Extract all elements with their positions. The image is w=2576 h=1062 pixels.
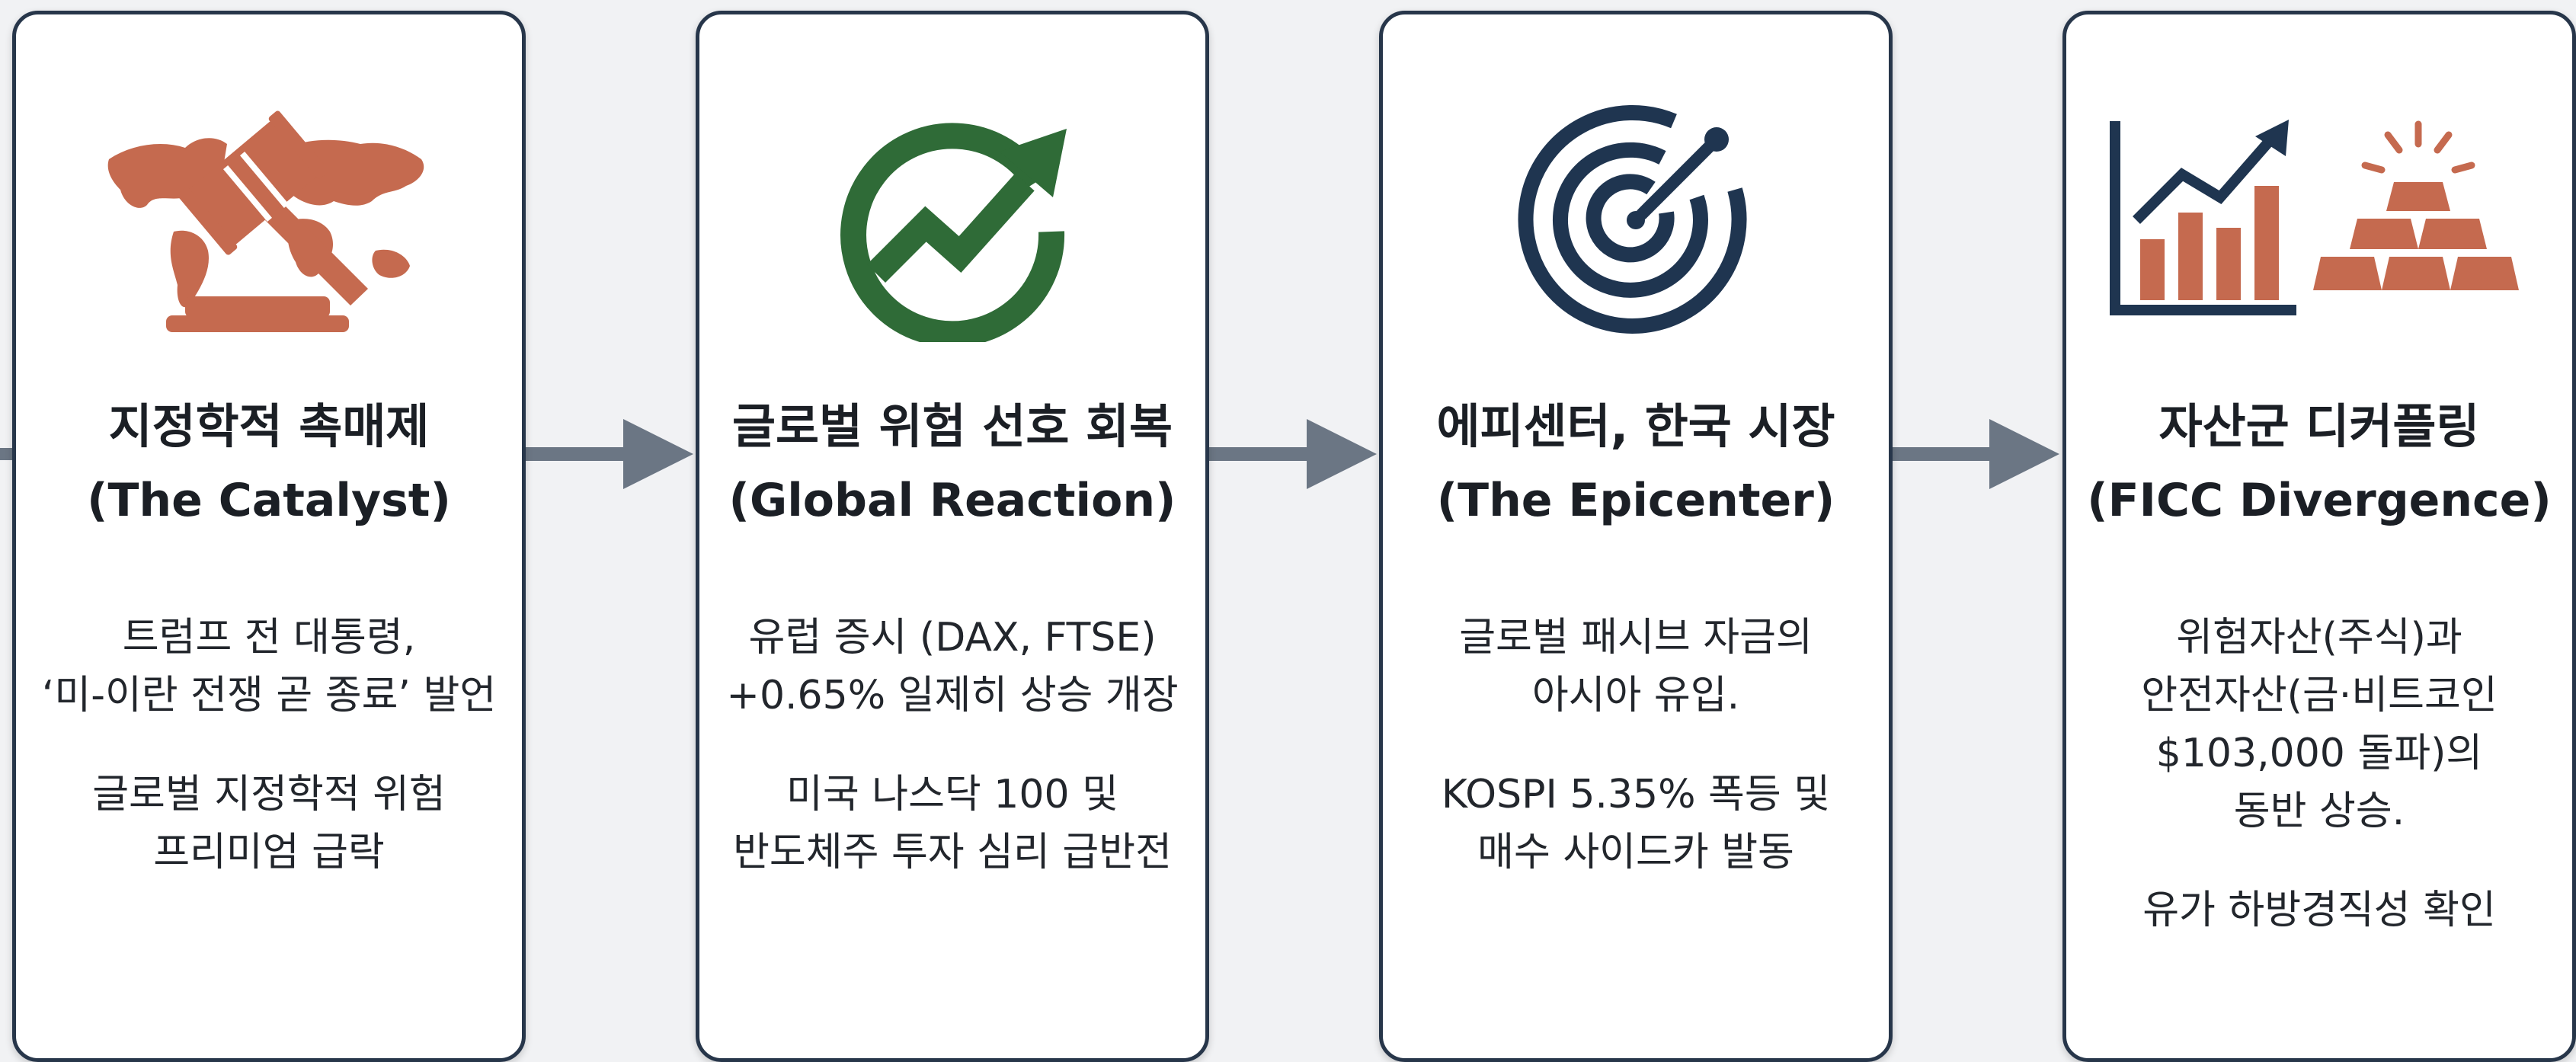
card-line: $103,000 돌파)의	[2155, 731, 2483, 776]
card-line: 매수 사이드카 발동	[1477, 830, 1794, 875]
card-ficc-divergence: 자산군 디커플링 (FICC Divergence) 위험자산(주식)과 안전자…	[2062, 11, 2576, 1062]
card-line: 동반 상승.	[2233, 789, 2405, 834]
flow-arrow-2	[1208, 419, 1377, 489]
card-paragraph: KOSPI 5.35% 폭등 및 매수 사이드카 발동	[1398, 766, 1874, 881]
card-paragraph: 유럽 증시 (DAX, FTSE) +0.65% 일제히 상승 개장	[715, 609, 1190, 725]
flow-arrow-1	[524, 419, 693, 489]
card-subtitle: (FICC Divergence)	[2087, 474, 2552, 527]
card-catalyst: 지정학적 촉매제 (The Catalyst) 트럼프 전 대통령, ‘미-이란…	[12, 11, 526, 1062]
card-line: 위험자산(주식)과	[2176, 615, 2462, 661]
card-epicenter: 에피센터, 한국 시장 (The Epicenter) 글로벌 패시브 자금의 …	[1379, 11, 1893, 1062]
card-body: 트럼프 전 대통령, ‘미-이란 전쟁 곧 종료’ 발언 글로벌 지정학적 위험…	[31, 609, 507, 923]
card-body: 위험자산(주식)과 안전자산(금·비트코인 $103,000 돌파)의 동반 상…	[2082, 609, 2557, 980]
card-paragraph: 미국 나스닥 100 및 반도체주 투자 심리 급반전	[715, 766, 1190, 881]
card-title: 자산군 디커플링	[2158, 398, 2480, 454]
card-line: ‘미-이란 전쟁 곧 종료’ 발언	[41, 673, 497, 718]
card-body: 글로벌 패시브 자금의 아시아 유입. KOSPI 5.35% 폭등 및 매수 …	[1398, 609, 1874, 923]
card-line: 아시아 유입.	[1531, 673, 1740, 718]
card-line: 글로벌 패시브 자금의	[1459, 615, 1813, 661]
circular-growth-arrow-icon	[840, 123, 1067, 342]
card-paragraph: 글로벌 패시브 자금의 아시아 유입.	[1398, 609, 1874, 725]
card-global-reaction: 글로벌 위험 선호 회복 (Global Reaction) 유럽 증시 (DA…	[696, 11, 1209, 1062]
card-line: +0.65% 일제히 상승 개장	[726, 673, 1179, 718]
card-line: 글로벌 지정학적 위험	[92, 772, 446, 817]
card-line: 미국 나스닥 100 및	[786, 772, 1118, 817]
card-line: 유가 하방경직성 확인	[2142, 888, 2496, 933]
card-title: 글로벌 위험 선호 회복	[731, 398, 1173, 454]
card-line: 반도체주 투자 심리 급반전	[733, 830, 1172, 875]
card-body: 유럽 증시 (DAX, FTSE) +0.65% 일제히 상승 개장 미국 나스…	[715, 609, 1190, 923]
card-subtitle: (The Epicenter)	[1436, 474, 1835, 527]
card-title: 지정학적 촉매제	[108, 398, 430, 454]
card-line: KOSPI 5.35% 폭등 및	[1441, 772, 1831, 817]
card-line: 트럼프 전 대통령,	[122, 615, 416, 661]
card-paragraph: 위험자산(주식)과 안전자산(금·비트코인 $103,000 돌파)의 동반 상…	[2082, 609, 2557, 840]
gavel-over-world-map-icon	[107, 110, 424, 332]
card-subtitle: (The Catalyst)	[87, 474, 451, 527]
card-subtitle: (Global Reaction)	[728, 474, 1176, 527]
card-paragraph: 트럼프 전 대통령, ‘미-이란 전쟁 곧 종료’ 발언	[31, 609, 507, 725]
card-paragraph: 글로벌 지정학적 위험 프리미엄 급락	[31, 766, 507, 881]
card-line: 유럽 증시 (DAX, FTSE)	[748, 615, 1157, 661]
card-paragraph: 유가 하방경직성 확인	[2082, 881, 2557, 939]
bar-chart-and-gold-bars-icon	[2110, 120, 2519, 315]
target-bullseye-icon	[1518, 105, 1747, 334]
card-title: 에피센터, 한국 시장	[1436, 398, 1835, 454]
card-line: 안전자산(금·비트코인	[2141, 673, 2498, 718]
flow-arrow-3	[1890, 419, 2059, 489]
card-line: 프리미엄 급락	[153, 830, 385, 875]
